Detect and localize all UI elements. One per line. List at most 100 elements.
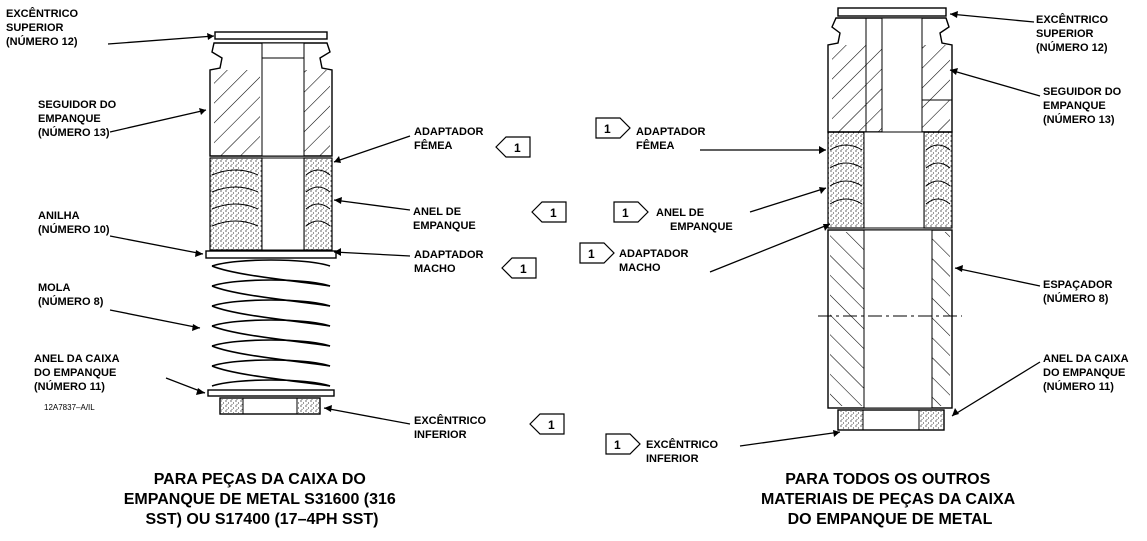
svg-text:1: 1 [550,206,557,220]
label-line: (NÚMERO 13) [1043,113,1115,126]
right-upper-eccentric [837,7,947,17]
note-flag-left-male: 1 [501,257,537,279]
right-follower-hatch-right [922,45,950,132]
label-line: FÊMEA [636,139,675,152]
right-packing-bore [863,131,925,229]
label-line: ADAPTADOR [414,249,484,261]
label-line: DO EMPANQUE [1043,367,1125,379]
label-line: (NÚMERO 13) [38,126,110,139]
label-line: EXCÊNTRICO [6,7,79,20]
label-right-female-adapter: ADAPTADOR FÊMEA [636,126,709,152]
label-line: DO EMPANQUE [34,367,116,379]
note-flag-left-lower: 1 [529,413,565,435]
label-right-male-adapter: ADAPTADOR MACHO [619,248,692,274]
label-line: SUPERIOR [1036,28,1094,40]
label-line: EMPANQUE [670,221,733,233]
label-left-lower-eccentric: EXCÊNTRICO INFERIOR [414,414,489,441]
label-line: MACHO [619,262,661,274]
label-line: EMPANQUE [413,220,476,232]
left-assembly [205,31,337,415]
label-line: INFERIOR [414,429,467,441]
note-flag-right-lower: 1 [605,433,641,455]
right-caption: PARA TODOS OS OUTROS MATERIAIS DE PEÇAS … [761,471,1019,528]
label-line: (NÚMERO 8) [38,295,104,308]
right-leader-lines [700,11,1041,447]
left-caption: PARA PEÇAS DA CAIXA DO EMPANQUE DE METAL… [124,471,401,528]
note-flag-right-packing: 1 [613,201,649,223]
label-line: FÊMEA [414,139,453,152]
left-leader-lines [107,33,411,425]
label-line: ANEL DA CAIXA [1043,353,1129,365]
label-line: SEGUIDOR DO [1043,86,1122,98]
label-right-box-ring: ANEL DA CAIXA DO EMPANQUE (NÚMERO 11) [1043,353,1131,393]
left-box-ring [207,389,335,397]
label-left-washer: ANILHA (NÚMERO 10) [38,210,110,236]
drawing-code: 12A7837–A/IL [44,403,95,412]
note-flag-right-female: 1 [595,117,631,139]
label-left-female-adapter: ADAPTADOR FÊMEA [414,126,487,152]
caption-line: SST) OU S17400 (17–4PH SST) [146,511,379,528]
label-line: ANEL DA CAIXA [34,353,120,365]
label-left-spring: MOLA (NÚMERO 8) [38,282,104,308]
label-line: EXCÊNTRICO [1036,13,1109,26]
right-follower-hatch-left [832,45,882,132]
label-left-upper-eccentric: EXCÊNTRICO SUPERIOR (NÚMERO 12) [6,7,81,48]
right-lower-eccentric [837,409,945,431]
caption-line: EMPANQUE DE METAL S31600 (316 [124,491,396,508]
note-flag-left-packing: 1 [531,201,567,223]
label-left-packing-ring: ANEL DE EMPANQUE [413,206,476,232]
svg-text:1: 1 [622,206,629,220]
label-line: EMPANQUE [1043,100,1106,112]
label-line: (NÚMERO 10) [38,223,110,236]
caption-line: DO EMPANQUE DE METAL [788,511,993,528]
label-line: ADAPTADOR [619,248,689,260]
label-line: SUPERIOR [6,22,64,34]
left-washer [205,250,337,259]
label-line: ANEL DE [413,206,461,218]
left-follower-bore [261,42,305,157]
label-right-spacer: ESPAÇADOR (NÚMERO 8) [1043,279,1116,305]
label-right-packing-ring: ANEL DE EMPANQUE [656,207,733,233]
label-line: (NÚMERO 8) [1043,292,1109,305]
label-line: MACHO [414,263,456,275]
right-packing-stack-left [827,131,865,229]
label-left-male-adapter: ADAPTADOR MACHO [414,249,487,275]
label-line: (NÚMERO 12) [1036,41,1108,54]
svg-text:1: 1 [520,262,527,276]
left-packing-bore [261,157,305,251]
svg-text:1: 1 [604,122,611,136]
label-line: (NÚMERO 11) [1043,380,1114,393]
right-follower-bore [881,17,923,133]
left-upper-eccentric [214,31,328,40]
svg-text:1: 1 [614,438,621,452]
left-follower-hatch-left [214,70,260,156]
label-line: ANILHA [38,210,80,222]
label-line: ANEL DE [656,207,704,219]
left-lower-eccentric [219,397,321,415]
label-line: EMPANQUE [38,113,101,125]
label-right-follower: SEGUIDOR DO EMPANQUE (NÚMERO 13) [1043,86,1124,126]
svg-text:1: 1 [514,141,521,155]
right-packing-stack-right [923,131,953,229]
label-right-upper-eccentric: EXCÊNTRICO SUPERIOR (NÚMERO 12) [1036,13,1111,54]
svg-text:1: 1 [588,247,595,261]
svg-text:1: 1 [548,418,555,432]
label-line: MOLA [38,282,70,294]
note-flag-left-female: 1 [495,136,531,158]
label-right-lower-eccentric: EXCÊNTRICO INFERIOR [646,438,721,465]
label-left-follower: SEGUIDOR DO EMPANQUE (NÚMERO 13) [38,99,119,139]
caption-line: PARA PEÇAS DA CAIXA DO [154,471,366,488]
left-spring [211,259,331,387]
label-line: EXCÊNTRICO [646,438,719,451]
note-flag-right-male: 1 [579,242,615,264]
label-line: INFERIOR [646,453,699,465]
caption-line: MATERIAIS DE PEÇAS DA CAIXA [761,491,1016,508]
label-line: (NÚMERO 11) [34,380,105,393]
right-assembly [818,7,962,431]
label-line: ADAPTADOR [414,126,484,138]
label-line: ADAPTADOR [636,126,706,138]
caption-line: PARA TODOS OS OUTROS [785,471,990,488]
label-line: ESPAÇADOR [1043,279,1113,291]
